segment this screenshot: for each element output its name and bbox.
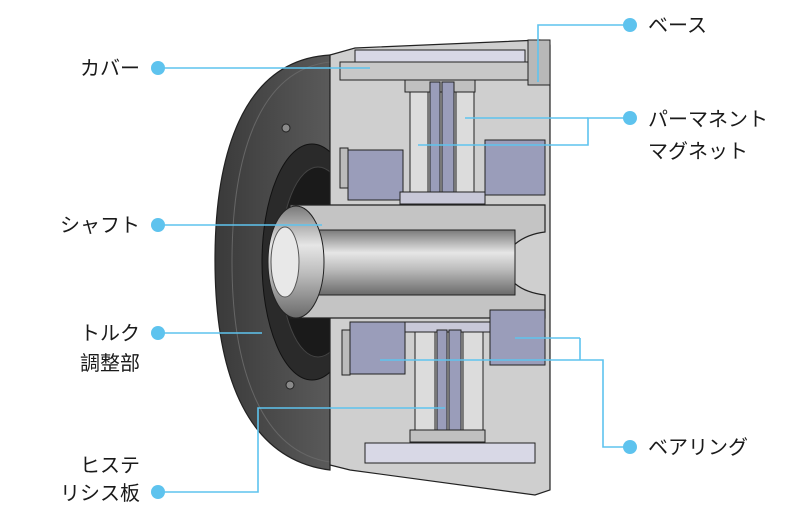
label-base: ベース: [648, 13, 707, 37]
dot-base: [623, 18, 637, 32]
leader-hysteresis: [158, 407, 445, 493]
label-magnet-line2: マグネット: [648, 139, 748, 163]
leader-bearing: [380, 359, 630, 448]
dot-bearing: [623, 440, 637, 454]
bolt-hole: [281, 123, 291, 133]
label-torque-line1: トルク: [80, 321, 140, 345]
label-bearing: ベアリング: [648, 435, 748, 459]
label-dots: [151, 18, 637, 499]
label-hysteresis-line2: リシス板: [60, 481, 140, 505]
dot-cover: [151, 61, 165, 75]
lower-magnet-stack: [404, 321, 491, 443]
dot-shaft: [151, 218, 165, 232]
label-cover: カバー: [80, 56, 140, 80]
shaft: [267, 204, 546, 319]
label-torque-line2: 調整部: [80, 351, 140, 375]
label-magnet-line1: パーマネント: [648, 107, 768, 131]
upper-magnet-stack: [399, 79, 486, 205]
bolt-hole: [285, 380, 295, 390]
label-shaft: シャフト: [60, 213, 140, 237]
dot-magnet: [623, 111, 637, 125]
leader-base: [537, 24, 630, 82]
leader-lines: [158, 24, 630, 493]
leader-magnet: [418, 117, 630, 146]
dot-hysteresis: [151, 485, 165, 499]
label-hysteresis-line1: ヒステ: [80, 453, 140, 477]
upper-bearings: [339, 139, 546, 201]
dot-torque: [151, 326, 165, 340]
